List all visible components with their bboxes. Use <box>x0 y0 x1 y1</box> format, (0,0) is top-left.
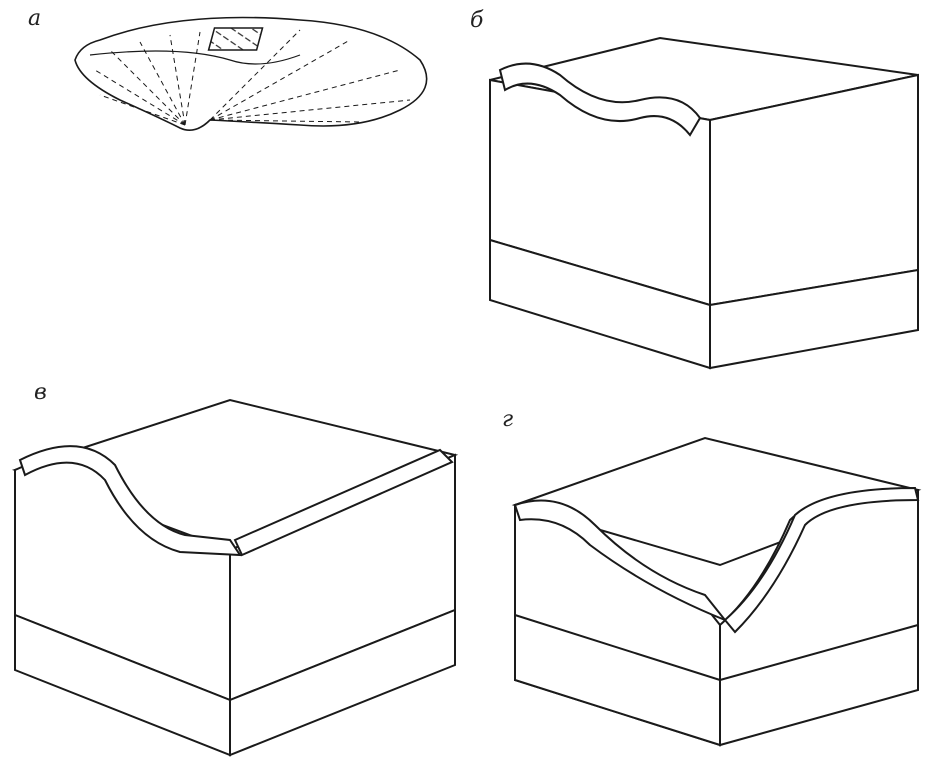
panel-g-block <box>515 438 918 745</box>
panel-a-fan-sketch <box>75 18 427 131</box>
panel-b-block <box>490 38 918 368</box>
panel-v-block <box>15 400 455 755</box>
